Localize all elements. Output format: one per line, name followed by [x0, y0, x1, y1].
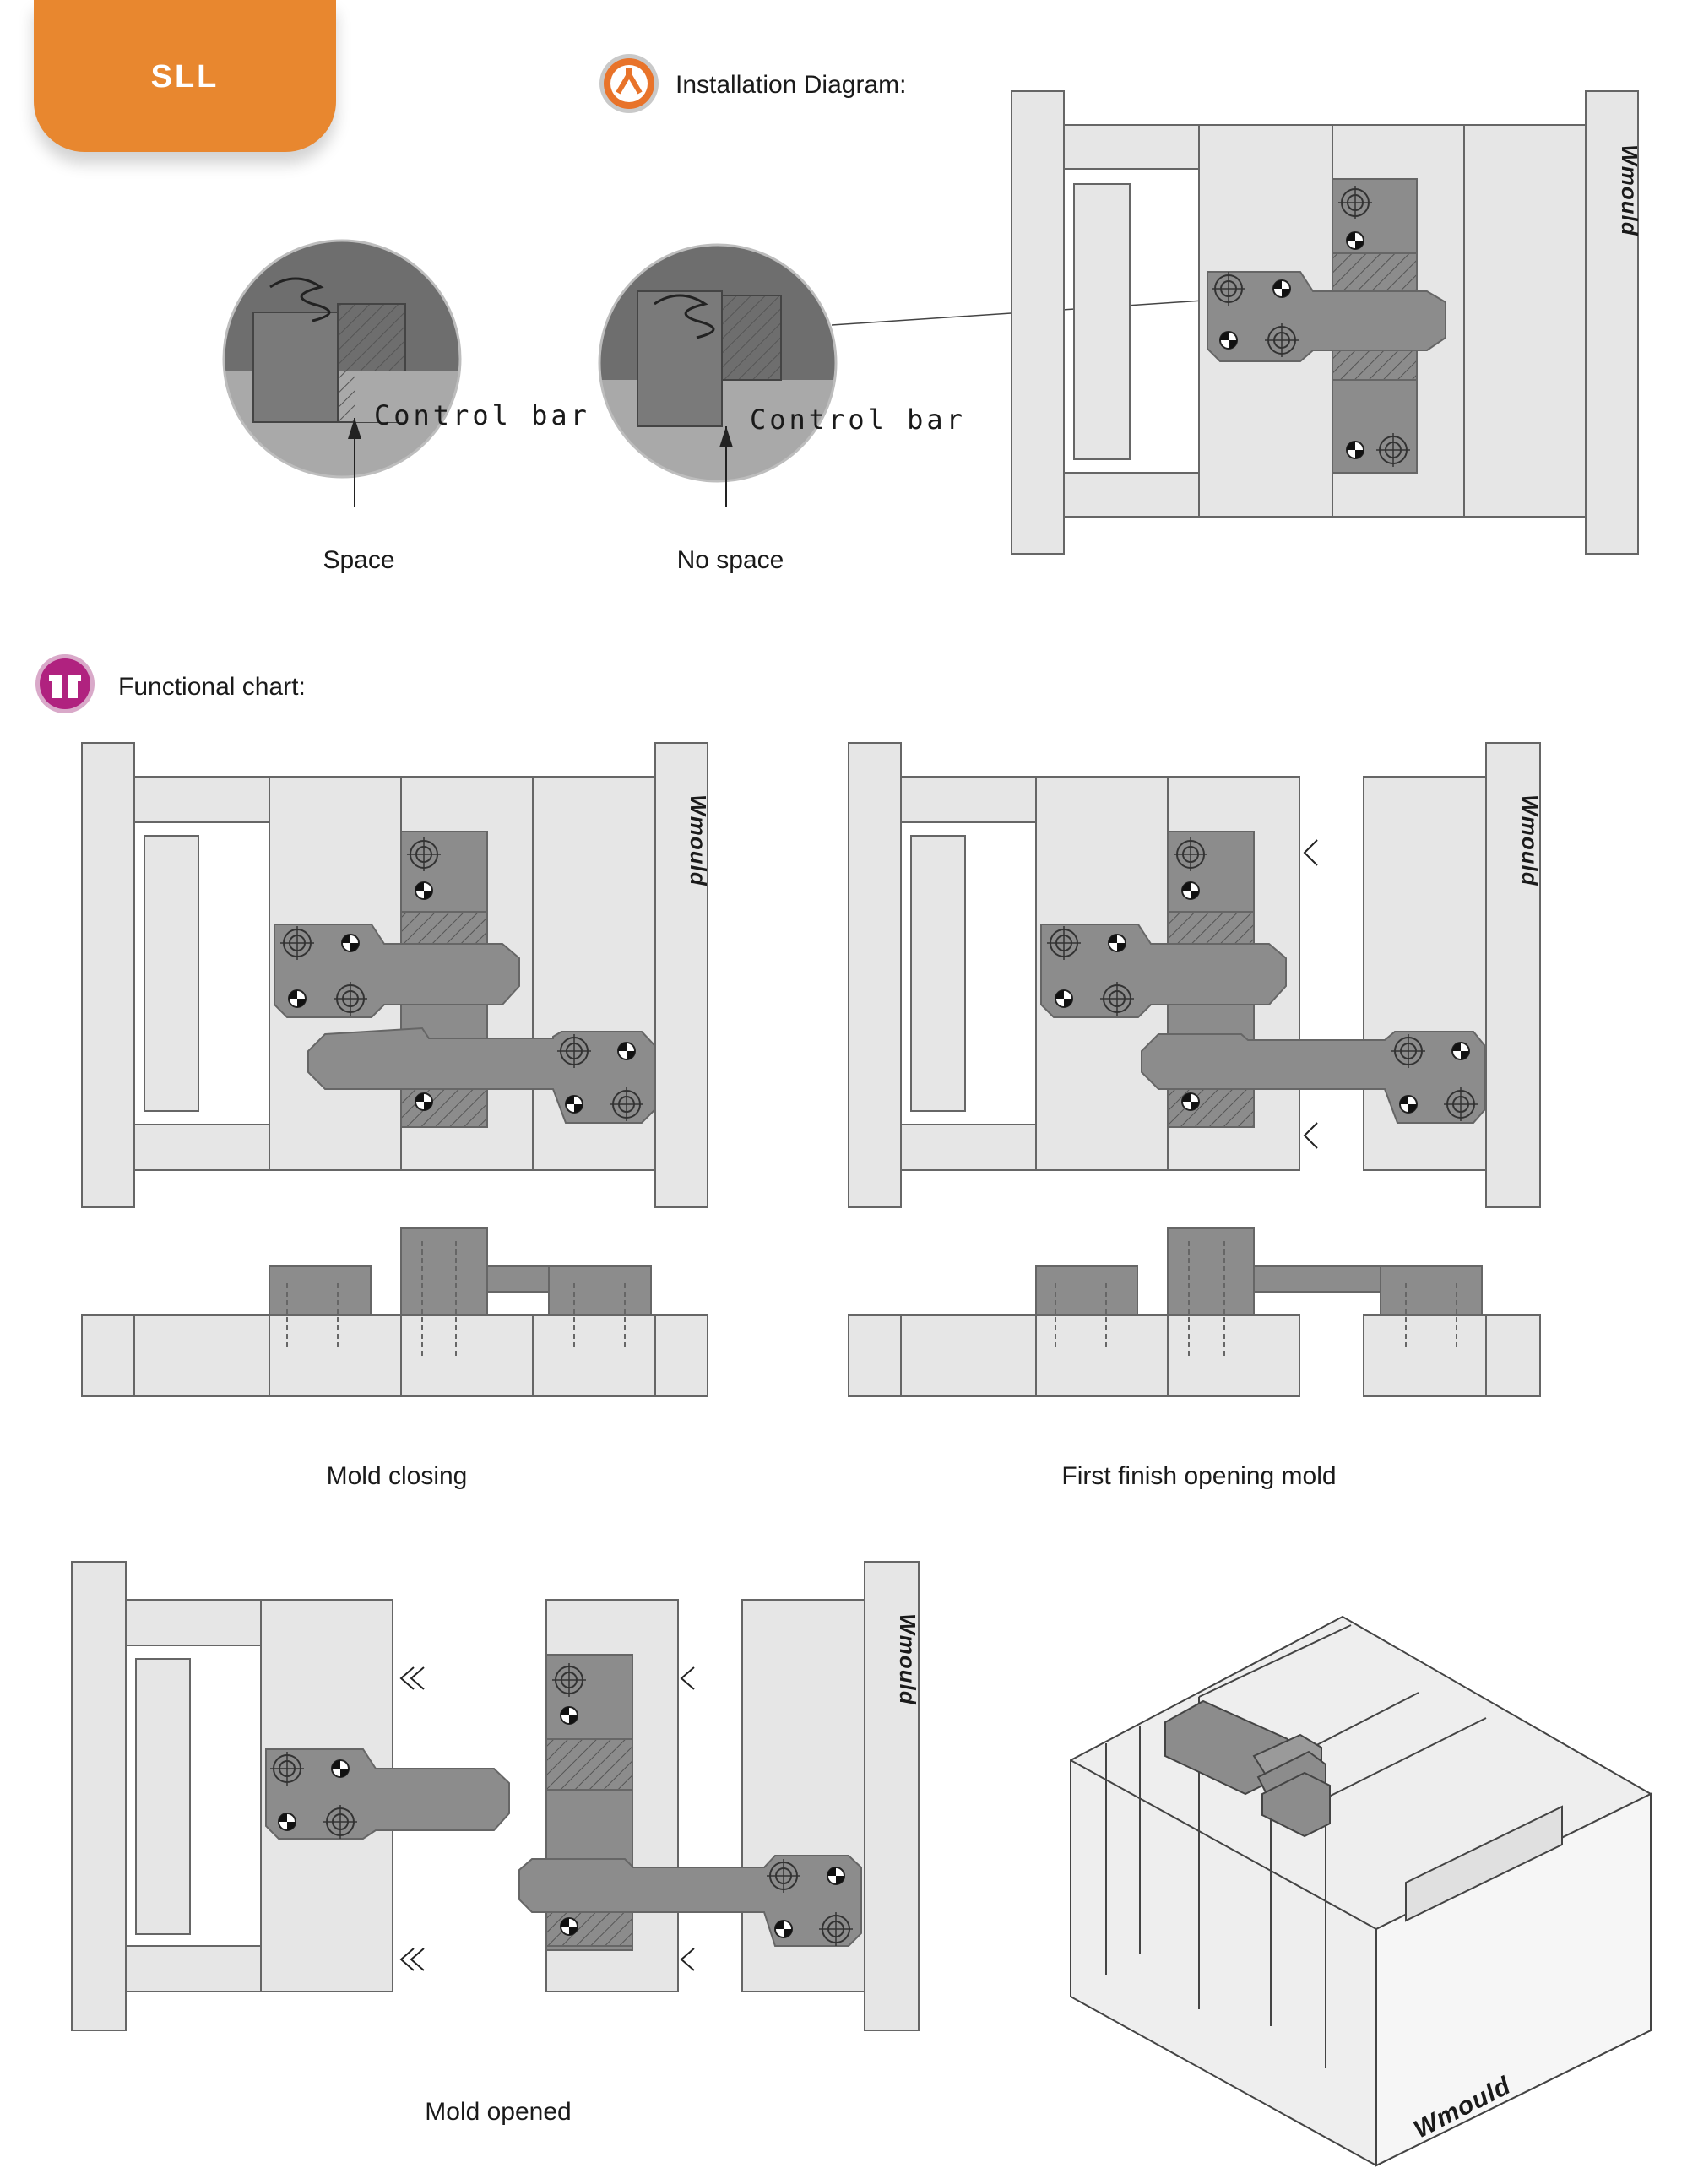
detail-circle-no-space: [598, 243, 838, 483]
installation-mold-drawing: [1011, 90, 1639, 555]
control-bar-label-space: Control bar: [374, 399, 590, 431]
isometric-mold-view: [1070, 1615, 1652, 2167]
mold-opened-caption: Mold opened: [425, 2098, 572, 2126]
brand-mold-opened: Wmould: [894, 1613, 920, 1705]
mold-closing-caption: Mold closing: [326, 1462, 468, 1490]
functional-title: Functional chart:: [118, 673, 306, 701]
product-code: SLL: [150, 59, 220, 95]
no-space-caption: No space: [676, 546, 784, 574]
first-finish-drawing: [848, 742, 1541, 1208]
brand-installation: Wmould: [1616, 144, 1642, 236]
brand-first-finish: Wmould: [1516, 794, 1543, 886]
mold-closing-drawing: [81, 742, 708, 1208]
tools-badge-icon: [598, 52, 660, 115]
first-finish-caption: First finish opening mold: [1061, 1462, 1337, 1490]
product-code-tag: SLL: [34, 0, 336, 152]
detail-circle-space: [222, 239, 462, 479]
brand-mold-closing: Wmould: [685, 794, 711, 886]
gift-badge-icon: [34, 653, 96, 715]
installation-title: Installation Diagram:: [675, 71, 907, 99]
mold-opened-drawing: [71, 1561, 920, 2031]
mold-closing-section: [81, 1227, 708, 1397]
first-finish-section: [848, 1227, 1541, 1397]
control-bar-label-no-space: Control bar: [750, 404, 966, 436]
space-caption: Space: [323, 546, 395, 574]
